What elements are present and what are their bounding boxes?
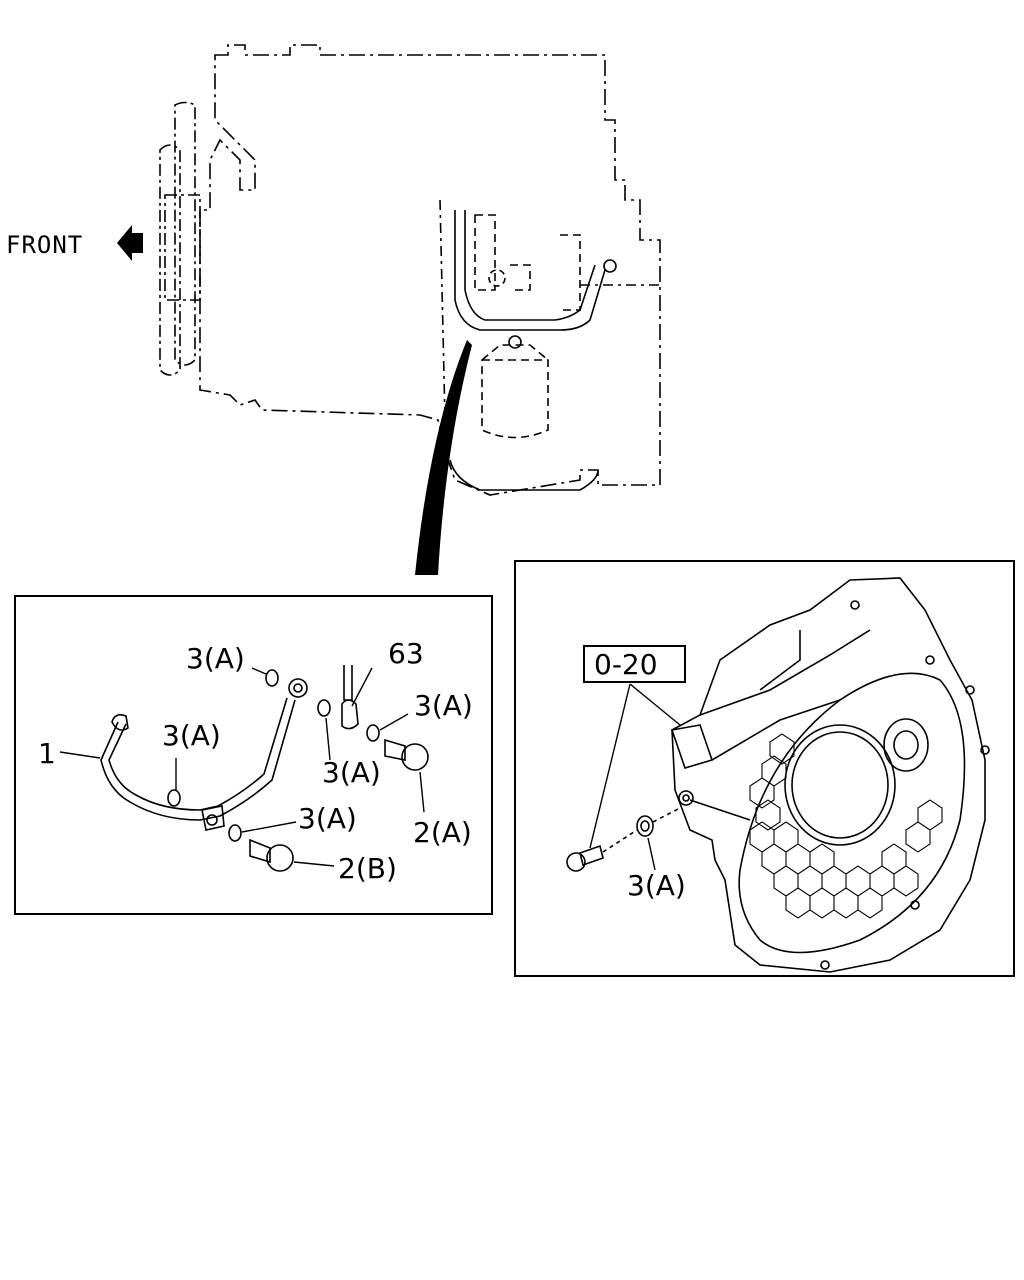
oil-pan bbox=[449, 459, 599, 491]
label-bolt-2a: 2(A) bbox=[413, 816, 472, 849]
housing-ribs bbox=[749, 733, 943, 919]
bolt-2b bbox=[249, 838, 271, 864]
pipe-detail-panel: 1 3(A) 3(A) 63 3(A) 3(A) 3(A) 2(A) 2(B) bbox=[14, 595, 493, 915]
gasket-top bbox=[265, 669, 279, 687]
label-gasket-right-mid: 3(A) bbox=[322, 756, 381, 789]
pipe-detail-frame bbox=[14, 595, 493, 915]
callout-leader bbox=[415, 340, 472, 575]
washer-label: 3(A) bbox=[627, 869, 686, 902]
gasket-mid-left bbox=[167, 789, 181, 807]
label-fitting: 63 bbox=[388, 637, 424, 670]
housing-bolt bbox=[579, 844, 604, 867]
pipe-end-fitting-left bbox=[111, 714, 129, 731]
oil-filter bbox=[481, 359, 549, 439]
label-pipe: 1 bbox=[38, 737, 56, 770]
fitting-63 bbox=[343, 665, 353, 701]
engine-overview bbox=[159, 44, 661, 496]
housing-washer bbox=[636, 815, 654, 837]
pipe-banjo bbox=[201, 805, 225, 831]
front-label: FRONT bbox=[6, 231, 83, 259]
front-arrow-icon bbox=[117, 225, 143, 261]
housing-bore bbox=[784, 724, 896, 846]
front-pulley bbox=[174, 101, 196, 366]
label-bolt-2b: 2(B) bbox=[338, 852, 397, 885]
front-indicator: FRONT bbox=[6, 225, 143, 261]
label-gasket-top: 3(A) bbox=[186, 642, 245, 675]
oil-pipe-overview bbox=[454, 210, 606, 331]
label-gasket-right-top: 3(A) bbox=[414, 689, 473, 722]
housing-detail-frame bbox=[514, 560, 1015, 977]
bolt-2a bbox=[384, 738, 406, 761]
label-gasket-lower: 3(A) bbox=[298, 802, 357, 835]
flywheel-housing bbox=[670, 577, 990, 973]
gasket-lower bbox=[228, 824, 242, 842]
oil-pipe bbox=[100, 699, 296, 821]
label-gasket-mid-left: 3(A) bbox=[162, 719, 221, 752]
ref-code-box bbox=[583, 645, 686, 683]
gasket-right-top bbox=[317, 699, 331, 717]
housing-detail-panel: 0-20 3(A) bbox=[514, 560, 1015, 977]
engine-block-outline bbox=[199, 44, 661, 496]
gasket-right-mid bbox=[366, 724, 380, 742]
ref-code-label: 0-20 bbox=[594, 648, 658, 681]
pipe-end-fitting-right bbox=[288, 678, 308, 698]
